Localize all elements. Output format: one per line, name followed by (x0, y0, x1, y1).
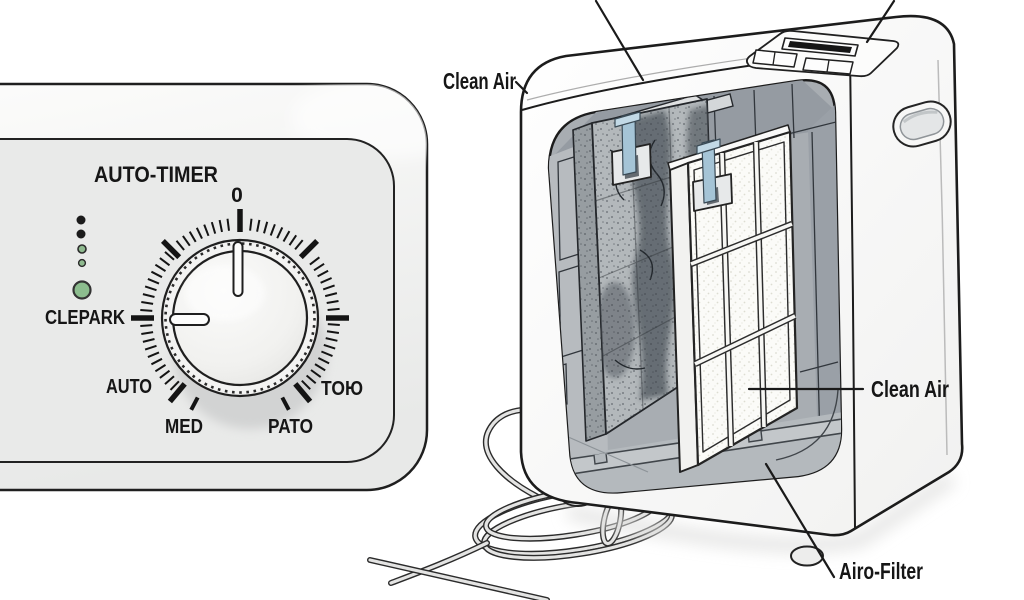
label-clean-air-left: Clean Air (443, 68, 516, 94)
dial-label-clepark: CLEPARK (45, 307, 125, 329)
leader-airo-filter (764, 462, 836, 579)
display-screen (788, 41, 852, 53)
knob-pointer (169, 313, 210, 326)
label-clean-air-right: Clean Air (871, 376, 949, 402)
dial-label-auto: AUTO (106, 376, 152, 398)
leader-lines (514, 0, 896, 579)
label-airo-filter: Airo-Filter (839, 558, 923, 584)
leader-top-left (594, 0, 645, 82)
panel-title: AUTO-TIMER (94, 162, 218, 187)
carry-handle (892, 100, 952, 148)
dial-zero-label: 0 (231, 184, 243, 207)
knob-ticks (131, 209, 349, 411)
purifier-unit (519, 14, 964, 567)
control-panel: AUTO-TIMER 0 CLEPARK AUTO MED PATO TOЮ (0, 82, 429, 492)
front-side-crease (849, 51, 856, 529)
top-control-pad (745, 29, 900, 78)
leader-top-right (865, 0, 896, 44)
status-led (72, 280, 92, 300)
indicator-dots (72, 215, 92, 300)
dirty-filter (572, 94, 717, 442)
knob-slot-vertical (232, 241, 244, 297)
knurled-edge (164, 242, 316, 394)
hanging-tab (701, 139, 717, 204)
dial-label-pato: PATO (268, 416, 313, 438)
leader-clean-air-left (514, 80, 529, 95)
timer-knob (160, 238, 320, 398)
foot (790, 545, 824, 567)
button-pair-left (752, 49, 798, 68)
ground-shadow (566, 472, 956, 553)
dial-label-toyu: TOЮ (321, 378, 363, 400)
dial-label-med: MED (165, 416, 203, 438)
clean-filter (667, 124, 799, 473)
